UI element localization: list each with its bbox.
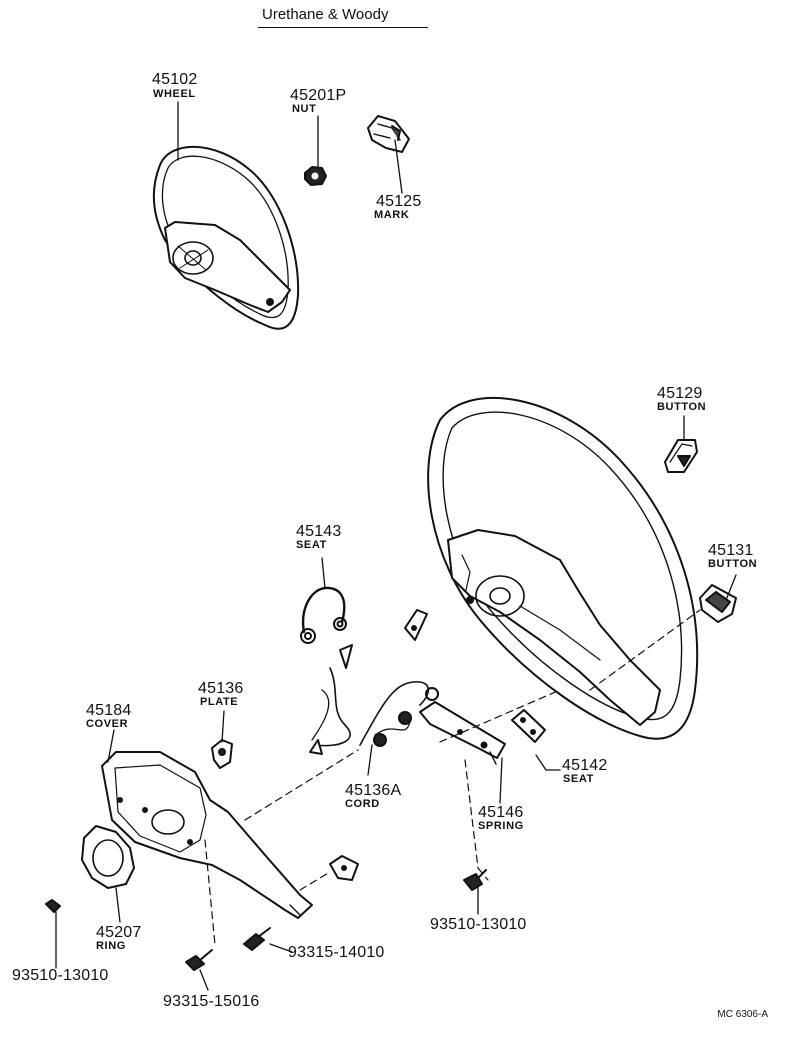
clip-part [329,855,359,881]
leader-lines [55,101,737,991]
part-name-45143: SEAT [296,539,327,551]
cover-45184 [101,751,313,919]
part-name-45102: WHEEL [153,88,196,100]
wheel-large [427,396,699,740]
part-number-45143: 45143 [296,523,342,540]
part-number-45142: 45142 [562,757,608,774]
seat-45143-wire [300,586,347,644]
part-name-45129: BUTTON [657,401,707,413]
cord-45136a [309,644,439,755]
part-number-45125: 45125 [376,193,422,210]
screw-left [45,899,61,913]
fastener-label-bottom: 93315-15016 [163,993,260,1010]
part-name-45201p: NUT [292,103,317,115]
seat-45142 [511,709,546,743]
part-number-45136a: 45136A [345,782,402,799]
screw-mid [243,927,271,951]
part-name-45207: RING [96,940,126,952]
part-number-45146: 45146 [478,804,524,821]
part-name-45146: SPRING [478,820,524,832]
plate-45136 [211,739,233,769]
nut-part [304,166,327,186]
wheel-small [152,145,300,330]
part-name-45142: SEAT [563,773,594,785]
drawing-code: MC 6306-A [717,1009,768,1020]
button-45129 [664,439,698,473]
part-number-45131: 45131 [708,542,754,559]
mark-emblem [367,115,410,153]
fastener-label-mid: 93315-14010 [288,944,385,961]
fastener-label-left: 93510-13010 [12,967,109,984]
part-number-45129: 45129 [657,385,703,402]
part-number-45136: 45136 [198,680,244,697]
title-underline [258,27,428,28]
part-number-45184: 45184 [86,702,132,719]
assembly-lines [204,609,701,946]
part-number-45102: 45102 [152,71,198,88]
ring-45207 [81,825,135,889]
title: Urethane & Woody [262,6,389,23]
screw-right [463,869,487,891]
part-number-45207: 45207 [96,924,142,941]
small-bracket [404,609,428,641]
part-name-45125: MARK [374,209,410,221]
part-number-45201p: 45201P [290,87,347,104]
button-45131 [699,584,737,623]
fastener-label-right: 93510-13010 [430,916,527,933]
screw-bottom [185,949,213,971]
part-name-45184: COVER [86,718,129,730]
part-name-45136a: CORD [345,798,380,810]
part-name-45131: BUTTON [708,558,758,570]
spring-45146 [419,701,506,765]
part-name-45136: PLATE [200,696,239,708]
